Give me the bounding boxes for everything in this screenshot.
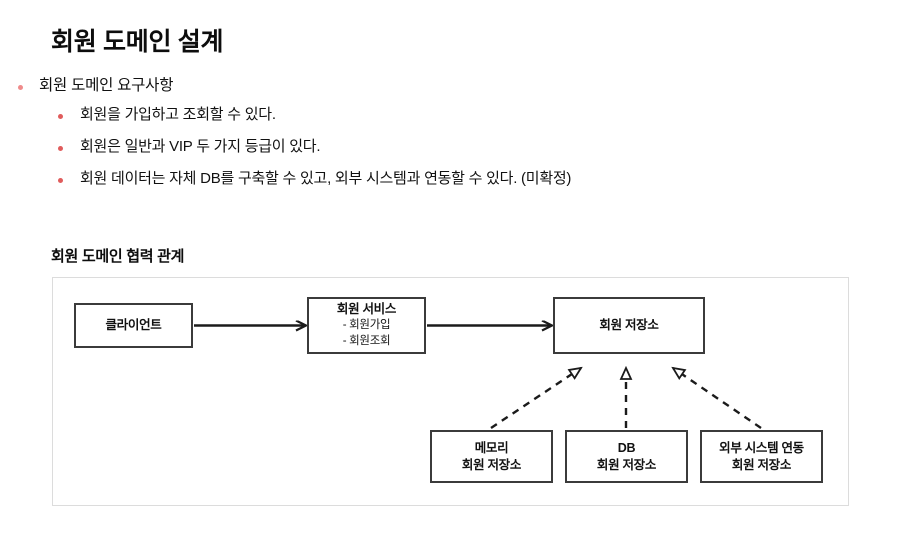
bullet-dot-icon: [18, 85, 23, 90]
node-member-service-line-2: - 회원조회: [342, 334, 391, 347]
requirement-text: 회원은 일반과 VIP 두 가지 등급이 있다.: [80, 137, 321, 155]
requirement-text: 회원을 가입하고 조회할 수 있다.: [80, 105, 276, 123]
diagram-connectors: [194, 278, 762, 429]
node-member-repository-title: 회원 저장소: [599, 318, 659, 333]
node-member-repository[interactable]: 회원 저장소: [553, 297, 705, 354]
edge-external-realizes-repository: [673, 368, 762, 429]
requirement-text: 회원 데이터는 자체 DB를 구축할 수 있고, 외부 시스템과 연동할 수 있…: [80, 169, 572, 187]
node-memory-member-repository[interactable]: 메모리 회원 저장소: [430, 430, 553, 483]
bullet-dot-icon: [58, 113, 63, 119]
node-db-member-repository-line-1: 회원 저장소: [596, 457, 657, 472]
node-client[interactable]: 클라이언트: [74, 303, 193, 348]
edge-memory-realizes-repository: [490, 368, 581, 429]
bullet-dot-icon: [58, 177, 63, 183]
list-item: 회원 데이터는 자체 DB를 구축할 수 있고, 외부 시스템과 연동할 수 있…: [0, 171, 910, 186]
requirements-list: 회원 도메인 요구사항 회원을 가입하고 조회할 수 있다. 회원은 일반과 V…: [0, 78, 910, 203]
domain-collaboration-diagram: 클라이언트 회원 서비스 - 회원가입 - 회원조회 회원 저장소 메모리 회원…: [52, 277, 849, 506]
node-external-member-repository[interactable]: 외부 시스템 연동 회원 저장소: [700, 430, 823, 483]
node-client-title: 클라이언트: [105, 318, 162, 333]
node-external-member-repository-line-1: 회원 저장소: [731, 457, 792, 472]
diagram-heading: 회원 도메인 협력 관계: [51, 248, 185, 265]
bullet-dot-icon: [58, 145, 63, 151]
node-external-member-repository-title: 외부 시스템 연동: [719, 441, 804, 455]
node-db-member-repository[interactable]: DB 회원 저장소: [565, 430, 688, 483]
requirements-heading: 회원 도메인 요구사항: [39, 77, 174, 94]
node-db-member-repository-title: DB: [617, 441, 636, 455]
node-member-service-line-1: - 회원가입: [342, 318, 391, 331]
node-memory-member-repository-line-1: 회원 저장소: [461, 457, 522, 472]
list-item: 회원은 일반과 VIP 두 가지 등급이 있다.: [0, 139, 910, 154]
list-item: 회원을 가입하고 조회할 수 있다.: [0, 107, 910, 122]
node-member-service-title: 회원 서비스: [336, 302, 397, 317]
list-item: 회원 도메인 요구사항: [0, 78, 910, 94]
node-member-service[interactable]: 회원 서비스 - 회원가입 - 회원조회: [307, 297, 426, 354]
page-title: 회원 도메인 설계: [51, 28, 224, 56]
node-memory-member-repository-title: 메모리: [474, 441, 509, 455]
